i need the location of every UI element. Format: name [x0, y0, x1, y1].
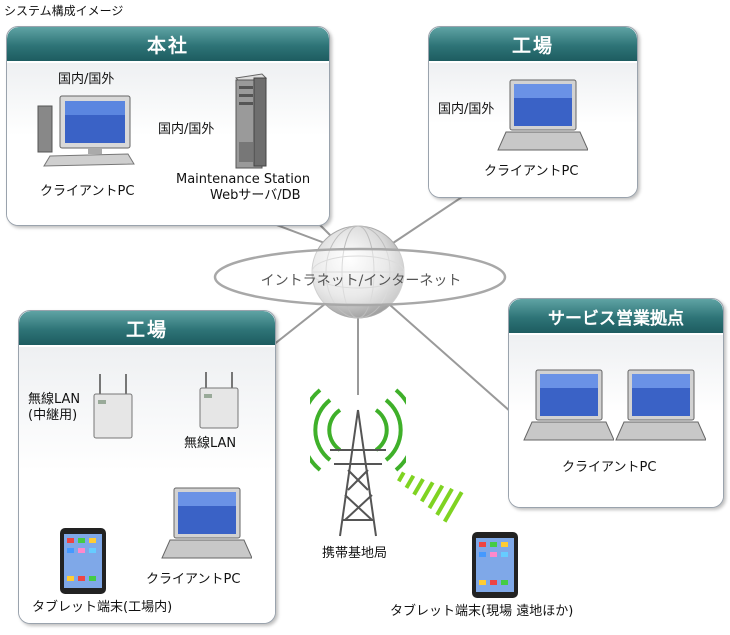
wave-tower-to-tablet [396, 471, 464, 523]
wlan-relay-label-line2: (中継用) [28, 408, 78, 423]
honsha-domestic-label-2: 国内/国外 [158, 122, 215, 137]
factory-top-domestic-label: 国内/国外 [438, 102, 495, 117]
factory-bottom-client-label: クライアントPC [146, 572, 241, 587]
wlan-label: 無線LAN [184, 436, 237, 451]
panel-factory-bottom-header: 工場 [19, 311, 275, 345]
line-service [389, 304, 521, 421]
laptop-icon [497, 79, 588, 151]
wlan-ap-icon [199, 372, 239, 429]
server-label-line2: Webサーバ/DB [210, 188, 301, 203]
factory-tablet-label: タブレット端末(工場内) [32, 600, 173, 615]
tower-label: 携帯基地局 [322, 546, 388, 561]
remote-tablet-icon [472, 532, 518, 598]
network-label: イントラネット/インターネット [260, 273, 462, 289]
honsha-domestic-label-1: 国内/国外 [58, 72, 115, 87]
panel-service-header: サービス営業拠点 [509, 299, 723, 333]
factory-top-client-label: クライアントPC [484, 164, 579, 179]
cell-tower-icon [310, 388, 406, 537]
network-ellipse [213, 247, 507, 307]
wlan-relay-label-line1: 無線LAN [28, 392, 81, 407]
wlan-relay-icon [93, 374, 133, 439]
factory-tablet-icon [60, 528, 106, 594]
network-cloud [213, 225, 507, 319]
server-tower-icon [234, 73, 268, 169]
service-laptop-icon-2 [615, 369, 706, 441]
diagram-title: システム構成イメージ [4, 4, 124, 18]
panel-factory-top-header: 工場 [429, 27, 637, 61]
server-label-line1: Maintenance Station [176, 172, 311, 187]
desktop-pc-icon [37, 95, 135, 167]
remote-tablet-label: タブレット端末(現場 遠地ほか) [390, 604, 574, 619]
honsha-client-label: クライアントPC [40, 184, 135, 199]
service-laptop-icon-1 [523, 369, 614, 441]
factory-laptop-icon [161, 487, 252, 559]
panel-honsha-header: 本社 [7, 27, 329, 61]
service-client-label: クライアントPC [562, 460, 657, 475]
